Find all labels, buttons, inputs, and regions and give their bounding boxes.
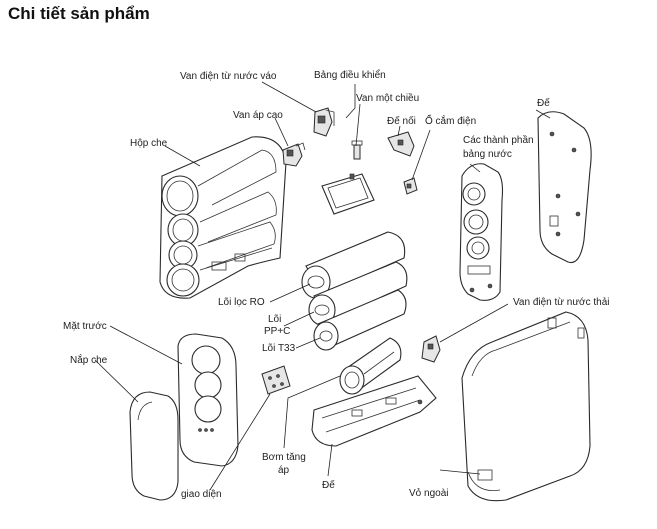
high-pressure-valve-part bbox=[282, 142, 306, 167]
water-panel-components-part bbox=[459, 163, 504, 301]
label-t33-filter: Lõi T33 bbox=[262, 343, 296, 354]
base-tray-part bbox=[311, 375, 437, 447]
control-board-part bbox=[321, 173, 375, 215]
outer-shell-part bbox=[461, 311, 591, 502]
label-cap-cover: Nắp che bbox=[70, 353, 108, 366]
label-base-tray: Đế bbox=[322, 479, 335, 491]
cap-cover-part bbox=[129, 391, 179, 501]
wastewater-solenoid-valve-part bbox=[421, 335, 441, 363]
label-outer-shell: Vỏ ngoài bbox=[409, 487, 448, 499]
label-interface: giao diện bbox=[181, 489, 222, 500]
check-valve-part bbox=[351, 140, 363, 160]
label-connector-base: Đế nối bbox=[387, 115, 416, 127]
interface-board-part bbox=[261, 365, 291, 395]
connector-base-part bbox=[387, 131, 415, 157]
back-plate-part bbox=[537, 111, 592, 264]
label-check-valve: Van một chiều bbox=[356, 92, 419, 104]
label-cover-housing: Hộp che bbox=[130, 138, 168, 149]
label-wastewater-valve: Van điện từ nước thải bbox=[513, 297, 609, 308]
page-title: Chi tiết sản phẩm bbox=[8, 4, 150, 23]
front-panel-part bbox=[177, 333, 239, 467]
inlet-solenoid-valve-part bbox=[313, 107, 335, 137]
power-socket-part bbox=[403, 177, 418, 195]
label-pp-filter-1: Lõi bbox=[268, 314, 281, 325]
label-pp-filter-2: PP+C bbox=[264, 326, 290, 337]
label-back-plate: Đế bbox=[537, 97, 550, 109]
booster-pump-part bbox=[339, 337, 402, 395]
leader-lines bbox=[94, 81, 551, 491]
label-high-pressure-valve: Van áp cao bbox=[233, 110, 283, 121]
label-booster-pump-2: áp bbox=[278, 465, 290, 476]
filter-cartridges-part bbox=[301, 231, 408, 351]
label-water-panel-2: bảng nước bbox=[463, 149, 512, 160]
label-inlet-solenoid-valve: Van điện từ nước váo bbox=[180, 71, 277, 82]
cover-housing-part bbox=[159, 136, 287, 299]
label-water-panel-1: Các thành phần bbox=[463, 134, 534, 146]
label-booster-pump-1: Bơm tăng bbox=[262, 452, 306, 463]
label-front-panel: Mặt trước bbox=[63, 321, 107, 332]
label-power-socket: Ổ cắm điện bbox=[425, 114, 476, 127]
label-control-board: Bảng điều khiển bbox=[314, 69, 386, 81]
label-ro-filter: Lõi lọc RO bbox=[218, 297, 265, 308]
